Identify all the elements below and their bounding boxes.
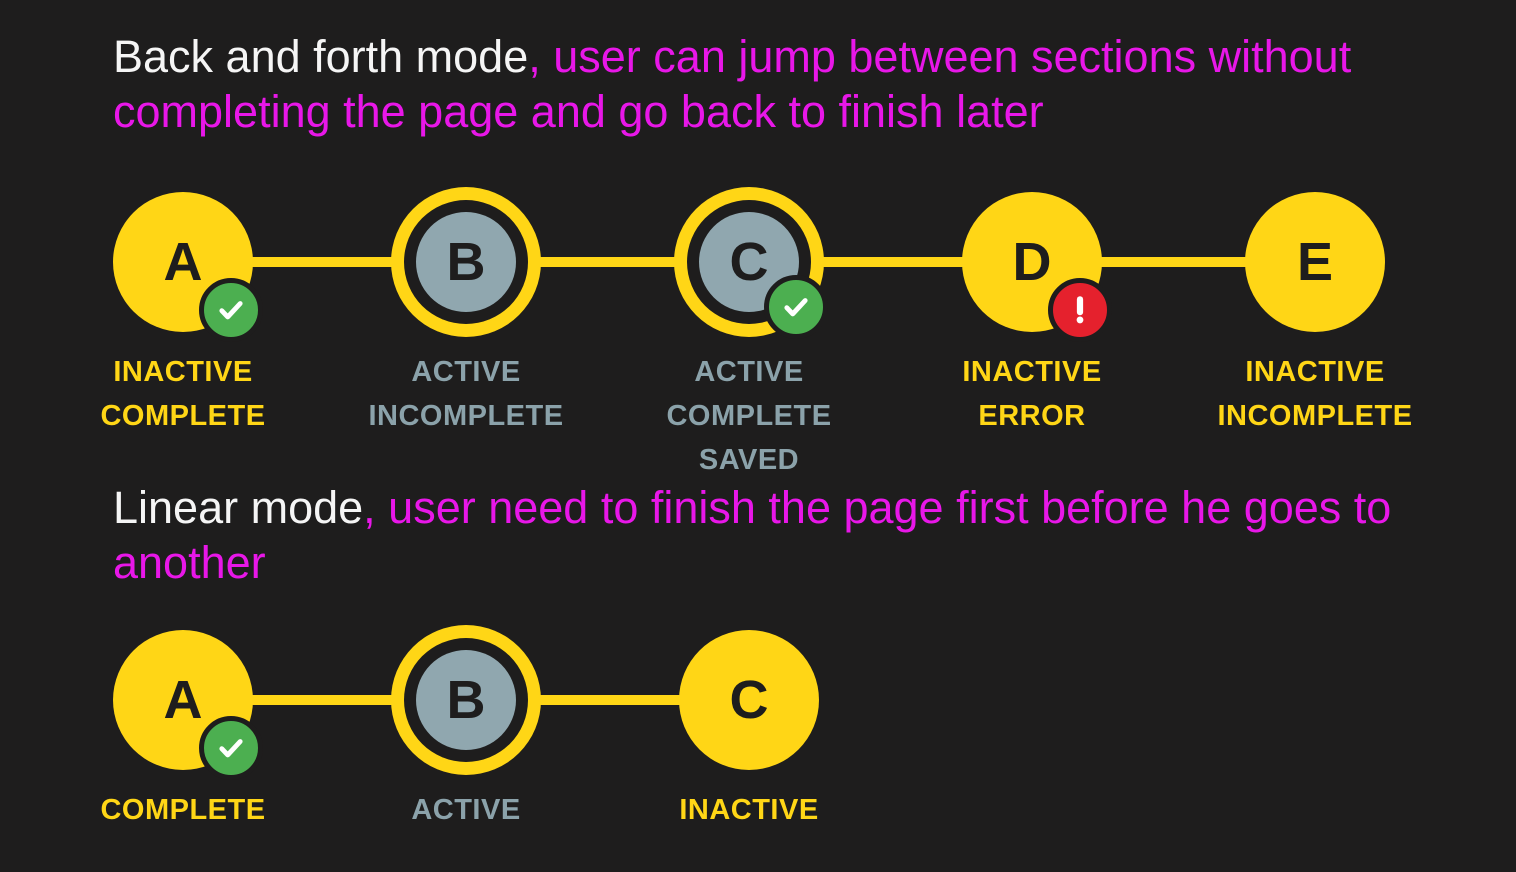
- step-letter: E: [1296, 232, 1334, 292]
- step-status: INACTIVE INCOMPLETE: [1217, 350, 1412, 438]
- status-line: ACTIVE: [411, 356, 521, 388]
- back-and-forth-heading: Back and forth mode, user can jump betwe…: [113, 29, 1513, 139]
- stepper-row-back-and-forth: A INACTIVE COMPLETE B: [0, 187, 1516, 507]
- step-b: B ACTIVE INCOMPLETE: [324, 187, 608, 438]
- step-circle-b[interactable]: B: [391, 187, 541, 337]
- step-circle-a[interactable]: A: [113, 192, 263, 342]
- status-line: INACTIVE: [679, 794, 819, 826]
- linear-mode-heading: Linear mode, user need to finish the pag…: [113, 480, 1513, 590]
- circle-area: B: [391, 187, 541, 337]
- step-status: INACTIVE: [679, 788, 818, 832]
- active-core: B: [416, 212, 516, 312]
- status-line: INCOMPLETE: [1217, 400, 1413, 432]
- check-glyph: [784, 298, 808, 317]
- check-glyph: [219, 739, 243, 758]
- step-letter: C: [729, 670, 769, 730]
- step-letter: A: [163, 232, 203, 292]
- check-glyph: [219, 301, 243, 320]
- status-line: COMPLETE: [666, 400, 832, 432]
- step-circle-d[interactable]: D: [962, 192, 1112, 342]
- check-icon: [764, 275, 828, 339]
- step-status: COMPLETE: [100, 788, 265, 832]
- circle-area: A: [113, 625, 263, 780]
- step-circle-e[interactable]: E: [1245, 192, 1385, 332]
- status-line: SAVED: [698, 444, 800, 476]
- step-status: INACTIVE COMPLETE: [100, 350, 265, 438]
- ring-gap: B: [404, 200, 528, 324]
- step-letter: D: [1012, 232, 1052, 292]
- step-letter: B: [446, 232, 486, 292]
- circle-area: C: [679, 625, 819, 775]
- check-icon: [199, 716, 263, 780]
- heading-title: Back and forth mode: [113, 31, 529, 82]
- active-core: B: [416, 650, 516, 750]
- step-status: ACTIVE INCOMPLETE: [368, 350, 563, 438]
- exclamation-glyph: [1076, 296, 1084, 324]
- step-circle-b[interactable]: B: [391, 625, 541, 775]
- circle-area: A: [113, 187, 263, 342]
- circle-area: E: [1245, 187, 1385, 337]
- circle-area: D: [962, 187, 1112, 342]
- circle-area: B: [391, 625, 541, 775]
- heading-title: Linear mode: [113, 482, 364, 533]
- ring-gap: B: [404, 638, 528, 762]
- step-a: A INACTIVE COMPLETE: [41, 187, 325, 438]
- step-c: C ACTIVE COMPLETE SAVED: [607, 187, 891, 482]
- status-line: INCOMPLETE: [368, 400, 564, 432]
- stepper-row-linear: A COMPLETE B: [0, 625, 1516, 872]
- status-line: ERROR: [978, 400, 1086, 432]
- step-e: E INACTIVE INCOMPLETE: [1173, 187, 1457, 438]
- step-d: D INACTIVE ERROR: [890, 187, 1174, 438]
- circle-area: C: [674, 187, 828, 339]
- status-line: INACTIVE: [113, 356, 253, 388]
- status-line: INACTIVE: [962, 356, 1102, 388]
- status-line: COMPLETE: [100, 794, 266, 826]
- ring-gap: C: [687, 200, 811, 324]
- step-a: A COMPLETE: [41, 625, 325, 832]
- step-c: C INACTIVE: [607, 625, 891, 832]
- status-line: COMPLETE: [100, 400, 266, 432]
- step-circle-c[interactable]: C: [674, 187, 828, 339]
- step-letter: A: [163, 670, 203, 730]
- status-line: ACTIVE: [411, 794, 521, 826]
- step-letter: B: [446, 670, 486, 730]
- heading-description: , user can jump between sections without…: [113, 31, 1352, 137]
- check-icon: [199, 278, 263, 342]
- step-circle-c[interactable]: C: [679, 630, 819, 770]
- status-line: INACTIVE: [1245, 356, 1385, 388]
- step-circle-a[interactable]: A: [113, 630, 263, 780]
- step-status: ACTIVE COMPLETE SAVED: [666, 350, 831, 482]
- step-status: INACTIVE ERROR: [962, 350, 1101, 438]
- step-b: B ACTIVE: [324, 625, 608, 832]
- status-line: ACTIVE: [694, 356, 804, 388]
- heading-description: , user need to finish the page first bef…: [113, 482, 1392, 588]
- step-letter: C: [729, 232, 769, 292]
- error-icon: [1048, 278, 1112, 342]
- step-status: ACTIVE: [411, 788, 520, 832]
